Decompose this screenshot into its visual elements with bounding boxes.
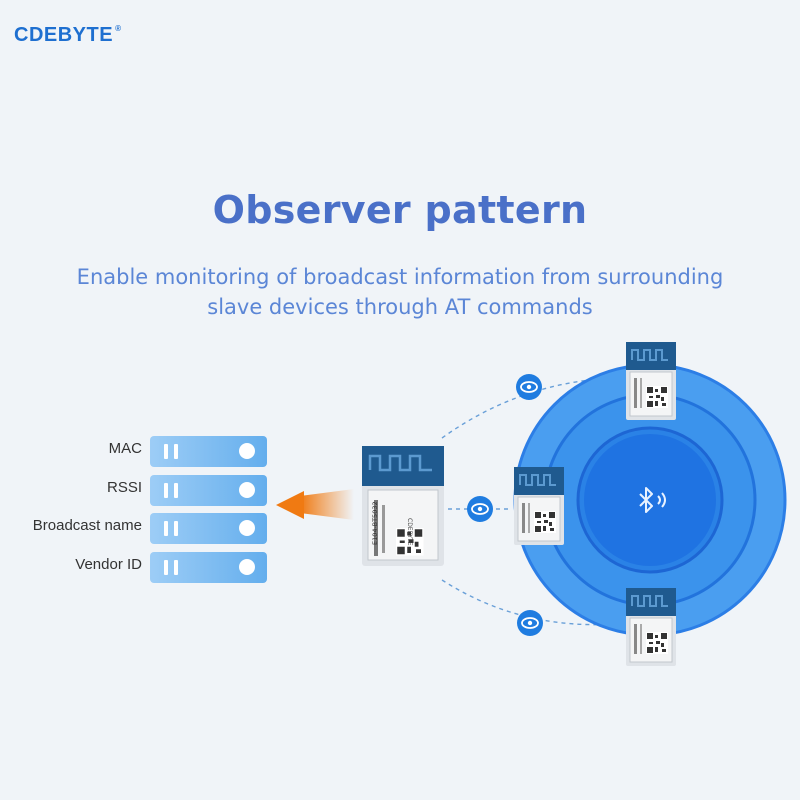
- eye-icon: [517, 610, 543, 636]
- page-subtitle: Enable monitoring of broadcast informati…: [0, 262, 800, 322]
- server-row-rssi: RSSI: [0, 473, 280, 512]
- page-title: Observer pattern: [212, 188, 588, 232]
- subtitle-line-1: Enable monitoring of broadcast informati…: [76, 265, 724, 289]
- server-row-broadcast-name: Broadcast name: [0, 511, 280, 550]
- eye-icon: [467, 496, 493, 522]
- server-stack: MAC RSSI Broadcast name Vendor ID: [0, 434, 280, 588]
- field-label-vendor-id: Vendor ID: [75, 555, 142, 573]
- field-label-broadcast-name: Broadcast name: [32, 517, 142, 534]
- server-row-mac: MAC: [0, 434, 280, 473]
- server-unit-icon: [150, 436, 267, 467]
- server-unit-icon: [150, 474, 267, 506]
- brand-logo-text: CDEBYTE: [14, 24, 114, 46]
- field-label-rssi: RSSI: [106, 478, 142, 496]
- bluetooth-zone: [513, 363, 787, 637]
- slave-module-middle: [514, 467, 564, 545]
- slave-module-bottom: [626, 588, 676, 666]
- registered-mark: ®: [115, 24, 122, 33]
- slave-module-top: [626, 342, 676, 420]
- subtitle-line-2: slave devices through AT commands: [207, 295, 593, 319]
- server-row-vendor-id: Vendor ID: [0, 550, 280, 589]
- arrow-left-icon: [276, 489, 354, 520]
- brand-logo: CDEBYTE®: [14, 24, 121, 47]
- eye-icon: [516, 374, 542, 400]
- field-label-mac: MAC: [108, 440, 142, 457]
- server-unit-icon: [150, 513, 267, 544]
- bluetooth-icon: [639, 487, 666, 513]
- server-unit-icon: [150, 551, 267, 583]
- main-module-model: E104-BT5032: [371, 501, 379, 545]
- main-module: CDEBYTE E104-BT5032: [362, 446, 444, 566]
- main-module-brand: CDEBYTE: [406, 518, 413, 546]
